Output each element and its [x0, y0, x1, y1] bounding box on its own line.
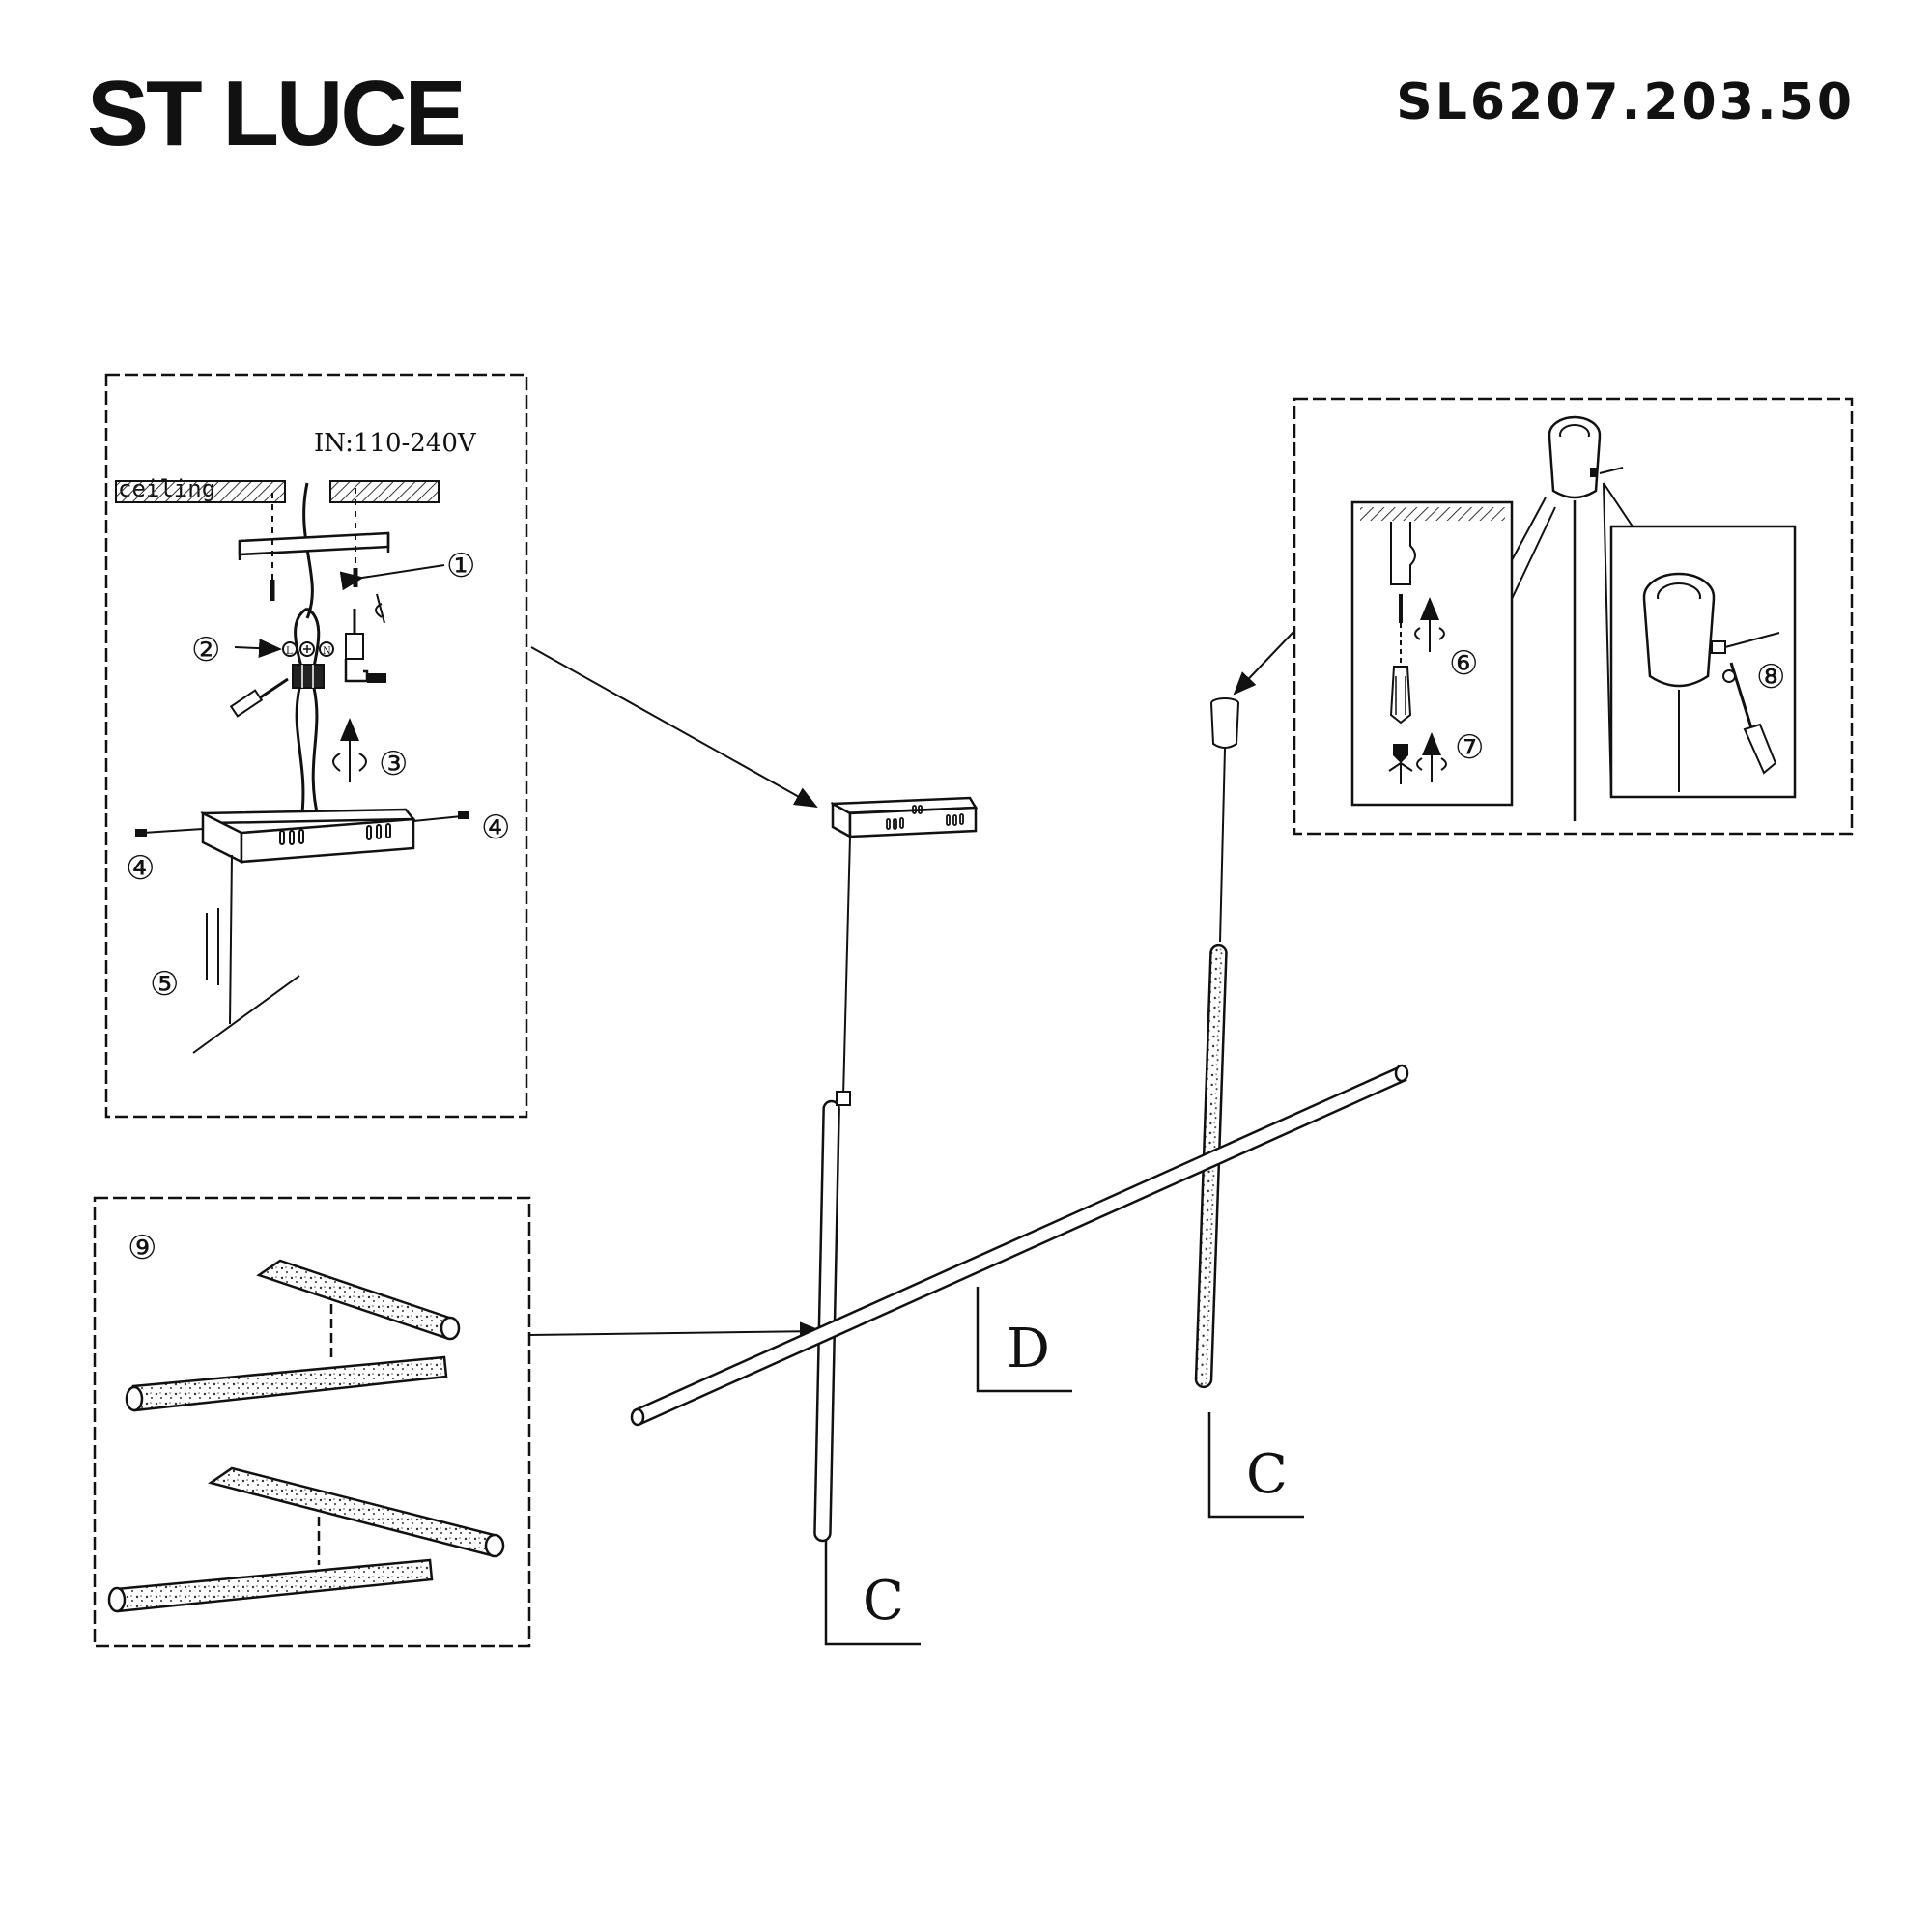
screwdriver-icon	[229, 677, 289, 718]
leader-connector	[528, 1321, 823, 1342]
main-canopy	[830, 796, 979, 839]
step-4-marker-right: ④	[481, 809, 510, 847]
gripper-panel: ⑥ ⑦ ⑧	[1293, 397, 1854, 836]
step-1-marker: ①	[446, 547, 475, 585]
wiring-panel-frame	[104, 373, 528, 1119]
dimension-c-left-label: C	[863, 1570, 904, 1633]
dimension-d-label: D	[1007, 1318, 1050, 1380]
plug-connector	[344, 609, 386, 683]
connector-panel-frame	[93, 1196, 531, 1648]
terminal-n	[319, 641, 334, 657]
step-7-marker: ⑦	[1455, 728, 1484, 767]
ceiling-inset	[1350, 500, 1514, 807]
gripper-inset	[1609, 525, 1797, 799]
voltage-label: IN:110-240V	[314, 429, 477, 458]
step-8-marker: ⑧	[1756, 658, 1785, 696]
dimension-c-left: C	[824, 1541, 921, 1646]
upper-bar-pair	[125, 1259, 461, 1412]
brand-logo: ST LUCE	[87, 62, 467, 165]
leader-step2	[234, 639, 282, 659]
leader-wiring	[530, 646, 818, 808]
wiring-panel: IN:110-240V ceiling ① L N ②	[104, 373, 528, 1119]
lower-bar-pair	[107, 1466, 505, 1613]
ceiling-hatch-right	[329, 480, 440, 503]
mounting-bar	[238, 531, 390, 556]
cable-right	[1219, 748, 1226, 943]
leader-gripper	[1233, 630, 1295, 696]
model-number: SL6207.203.50	[1396, 73, 1855, 131]
side-screw-left	[142, 828, 204, 834]
cable-gripper	[1210, 697, 1239, 749]
terminal-n-label: N	[323, 646, 331, 657]
terminal-block	[292, 664, 325, 689]
gripper-panel-frame	[1293, 397, 1854, 836]
dimension-d: D	[976, 1287, 1072, 1393]
power-cable	[302, 482, 314, 619]
dimension-c-right: C	[1208, 1412, 1304, 1519]
screwdriver-icon-2	[1389, 666, 1412, 724]
terminal-l-label: L	[286, 646, 293, 657]
connector-panel: ⑨	[93, 1196, 531, 1648]
horizontal-bar	[630, 1064, 1409, 1427]
step-2-marker: ②	[191, 631, 220, 669]
screwdriver-icon-3	[1743, 723, 1777, 775]
step-9-marker: ⑨	[128, 1229, 156, 1267]
step-6-marker: ⑥	[1449, 644, 1478, 683]
canopy-box	[200, 808, 416, 865]
terminal-l	[282, 641, 298, 657]
side-screw-right	[412, 815, 463, 822]
main-fixture: D C C	[528, 630, 1409, 1646]
cable-left	[842, 836, 851, 1097]
leader-step1	[339, 564, 445, 591]
ceiling-hatch-left	[115, 480, 286, 503]
step-3-marker: ③	[379, 745, 408, 783]
step-5-marker: ⑤	[150, 965, 179, 1004]
dimension-c-right-label: C	[1246, 1443, 1288, 1506]
step-4-marker-left: ④	[126, 849, 155, 888]
